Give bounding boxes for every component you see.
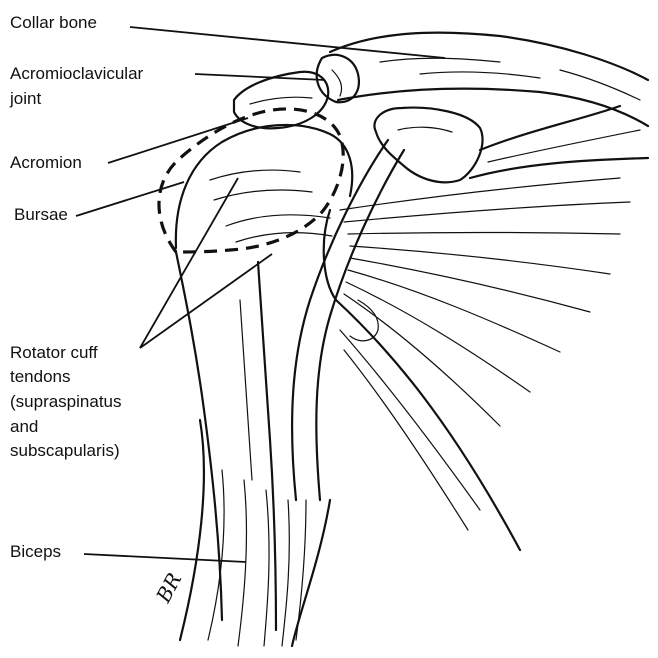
label-ac-joint-line2: joint [9, 89, 41, 108]
labels-group: Collar bone Acromioclavicular joint Acro… [9, 13, 144, 561]
biceps-muscle-shape [180, 420, 330, 646]
leader-rotator-2 [140, 254, 272, 348]
leader-collar-bone [130, 27, 445, 58]
artist-signature: BR [151, 569, 187, 607]
anatomy-drawing [159, 33, 648, 646]
label-rotator-line3: (supraspinatus [10, 392, 122, 411]
label-rotator-line4: and [10, 417, 38, 436]
label-biceps: Biceps [10, 542, 61, 561]
label-rotator-line2: tendons [10, 367, 71, 386]
label-bursae: Bursae [14, 205, 68, 224]
label-collar-bone: Collar bone [10, 13, 97, 32]
leader-acromion [108, 118, 248, 163]
rotator-cuff-muscle-shape [324, 158, 648, 550]
label-acromion: Acromion [10, 153, 82, 172]
label-rotator-line5: subscapularis) [10, 441, 120, 460]
label-rotator-line1: Rotator cuff [10, 343, 98, 362]
humerus-shaft-shape [176, 252, 276, 630]
label-ac-joint-line1: Acromioclavicular [10, 64, 144, 83]
scapula-shape [480, 106, 640, 162]
leader-ac-joint [195, 74, 325, 80]
leader-bursae [76, 182, 184, 216]
